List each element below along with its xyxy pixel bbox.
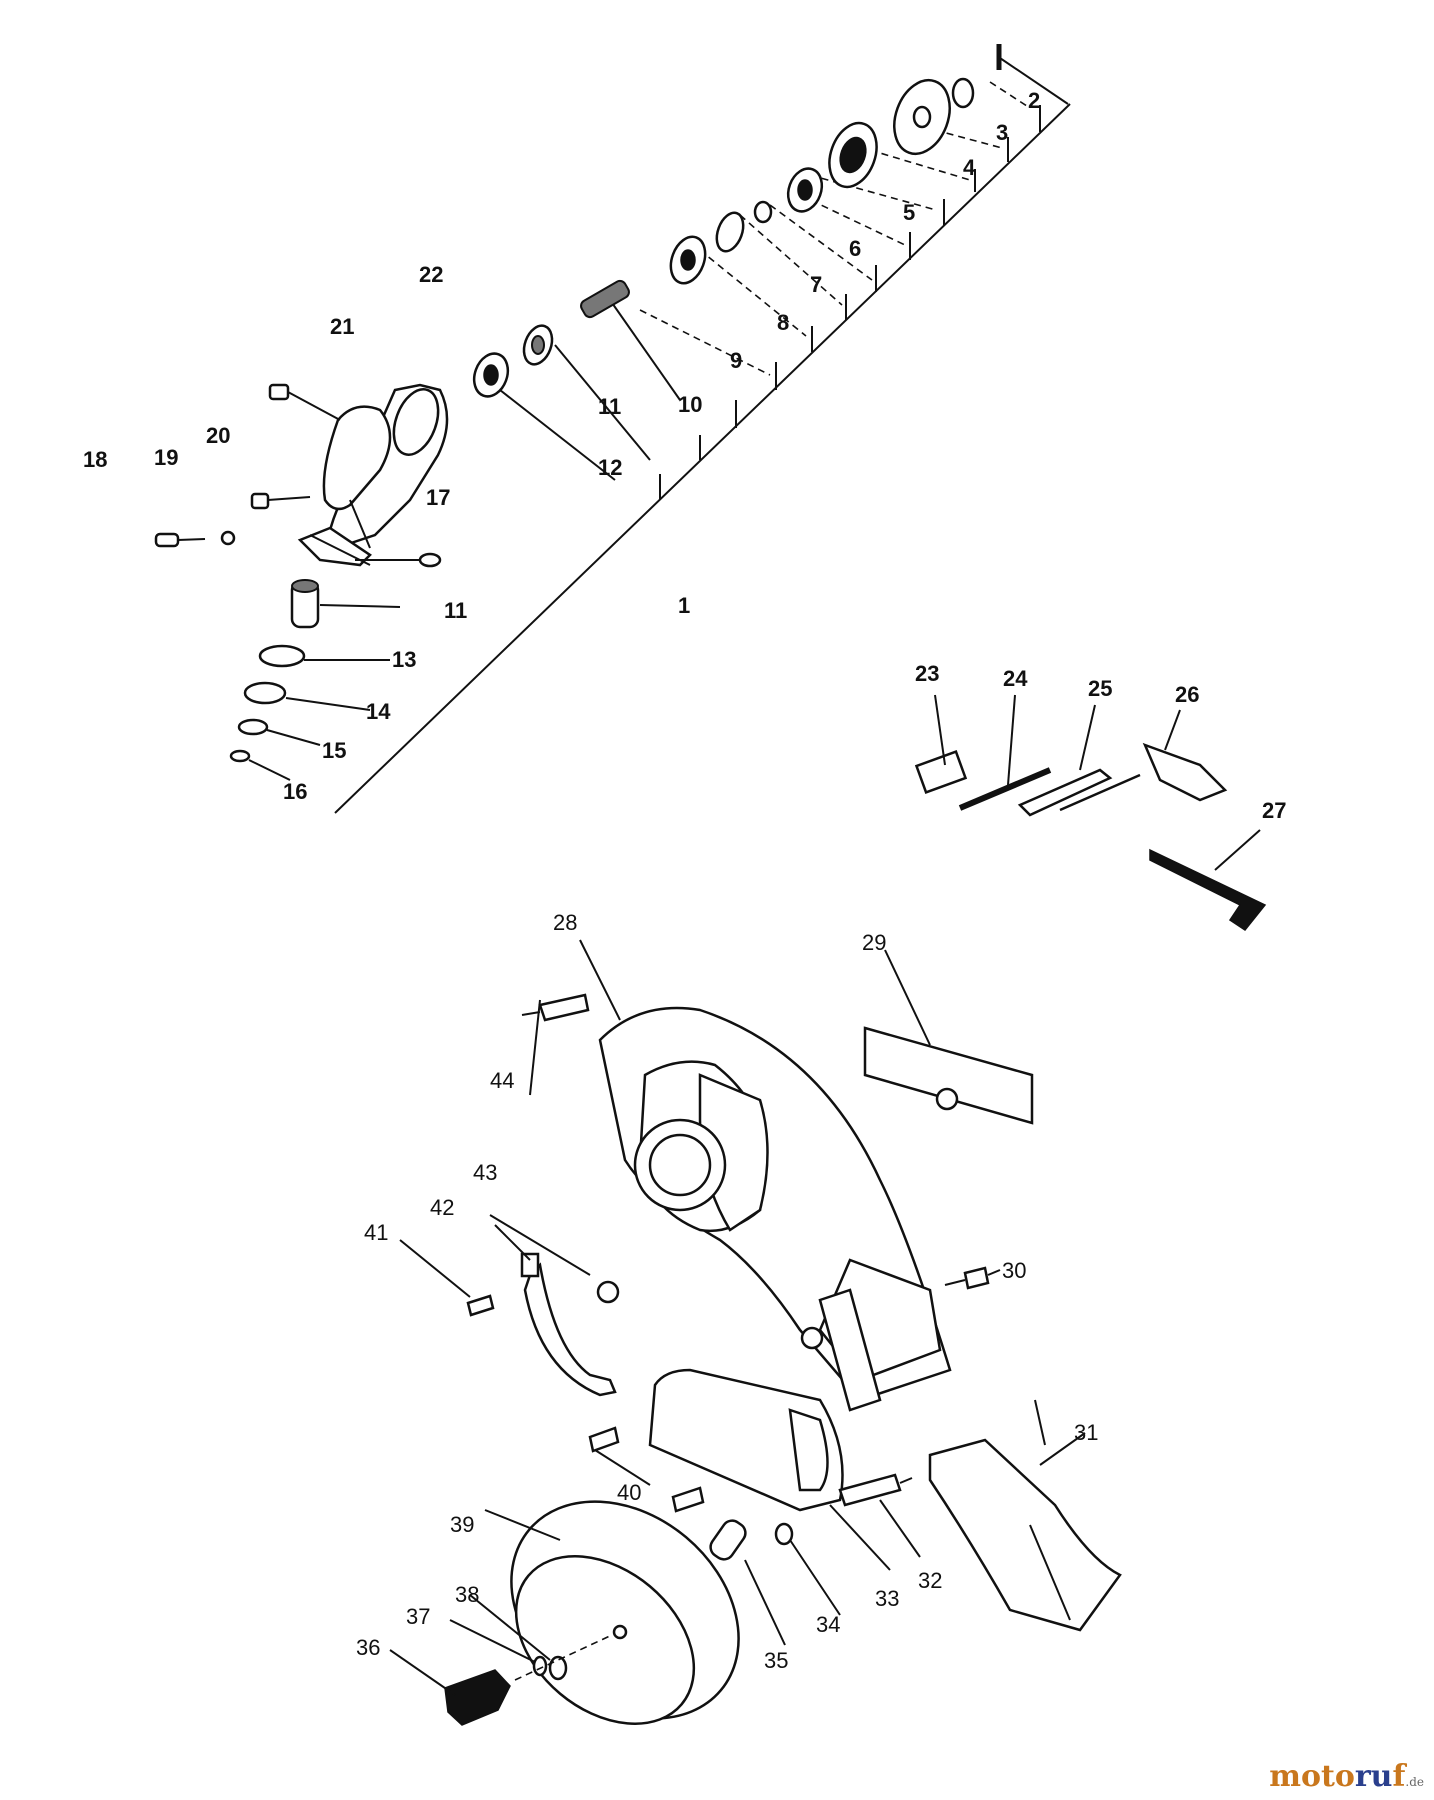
label-part-15: 15: [322, 738, 346, 763]
label-part-36: 36: [356, 1635, 380, 1660]
label-part-25: 25: [1088, 676, 1112, 701]
label-part-39: 39: [450, 1512, 474, 1537]
label-part-37: 37: [406, 1604, 430, 1629]
leader-lines: [499, 81, 1041, 500]
label-part-6: 6: [849, 236, 861, 261]
label-part-44: 44: [490, 1068, 514, 1093]
upper-baseline: [334, 55, 1071, 814]
label-part-23: 23: [915, 661, 939, 686]
label-part-27: 27: [1262, 798, 1286, 823]
label-part-41: 41: [364, 1220, 388, 1245]
plate-29: [863, 949, 1034, 1125]
label-part-26: 26: [1175, 682, 1199, 707]
part-labels: 1 2 3 4 5 6 7 8 9 10 11 12 13 14 15 16 1…: [83, 88, 1286, 1673]
arm-33: [648, 1368, 844, 1512]
label-part-4: 4: [963, 155, 976, 180]
label-part-40: 40: [617, 1480, 641, 1505]
label-part-10: 10: [678, 392, 702, 417]
label-part-24: 24: [1003, 666, 1028, 691]
lower-stack-parts: [229, 579, 401, 781]
label-part-9: 9: [730, 348, 742, 373]
label-part-8: 8: [777, 310, 789, 335]
label-part-20: 20: [206, 423, 230, 448]
label-part-16: 16: [283, 779, 307, 804]
watermark-part-2: ru: [1354, 1759, 1393, 1794]
label-part-18: 18: [83, 447, 107, 472]
label-part-13: 13: [392, 647, 416, 672]
label-part-3: 3: [996, 120, 1008, 145]
label-part-42: 42: [430, 1195, 454, 1220]
label-part-1: 1: [678, 593, 690, 618]
label-part-38: 38: [455, 1582, 479, 1607]
label-part-14: 14: [366, 699, 391, 724]
guard-assembly: [598, 1006, 952, 1412]
gear-housing: [297, 383, 449, 567]
label-part-29: 29: [862, 930, 886, 955]
label-part-34: 34: [816, 1612, 840, 1637]
label-part-2: 2: [1028, 88, 1040, 113]
screws: [466, 993, 990, 1561]
label-part-30: 30: [1002, 1258, 1026, 1283]
label-part-21: 21: [330, 314, 354, 339]
watermark-part-3: f: [1392, 1759, 1406, 1794]
knob-36: [444, 1634, 613, 1726]
watermark-part-1: moto: [1269, 1759, 1355, 1794]
label-part-35: 35: [764, 1648, 788, 1673]
label-part-12: 12: [598, 455, 622, 480]
lower-leaders: [389, 939, 1086, 1696]
wheel-39: [510, 1500, 740, 1725]
watermark-suffix: .de: [1405, 1775, 1424, 1789]
bracket-42: [520, 1252, 617, 1397]
label-part-7: 7: [810, 272, 822, 297]
label-part-11-lower: 11: [444, 598, 467, 623]
gear-train-parts: [472, 44, 1002, 398]
label-part-31: 31: [1074, 1420, 1098, 1445]
motoruf-watermark: motoruf.de: [1269, 1759, 1424, 1794]
blade-31: [928, 1399, 1122, 1632]
label-part-43: 43: [473, 1160, 497, 1185]
label-part-32: 32: [918, 1568, 942, 1593]
housing-fasteners: [154, 383, 442, 568]
label-part-17: 17: [426, 485, 450, 510]
label-part-22: 22: [419, 262, 443, 287]
label-part-28: 28: [553, 910, 577, 935]
label-part-19: 19: [154, 445, 178, 470]
label-part-33: 33: [875, 1586, 899, 1611]
label-part-11-upper: 11: [598, 394, 621, 419]
label-part-5: 5: [903, 200, 915, 225]
tool-kit-parts: [914, 694, 1267, 932]
